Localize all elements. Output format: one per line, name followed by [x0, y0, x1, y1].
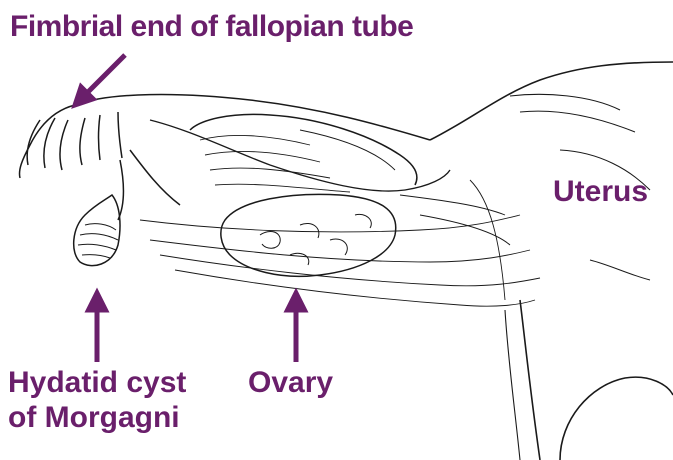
fallopian-tube-drawing: [19, 95, 450, 220]
ovary-label: Ovary: [248, 366, 333, 401]
hydatid-label-line1: Hydatid cyst: [8, 366, 186, 401]
hydatid-cyst-label: Hydatid cyst of Morgagni: [8, 366, 186, 435]
fimbrial-arrow: [80, 55, 125, 100]
uterus-label: Uterus: [553, 175, 648, 210]
hydatid-label-line2: of Morgagni: [8, 401, 186, 436]
hydatid-cyst-drawing: [74, 195, 120, 266]
fimbrial-end-label: Fimbrial end of fallopian tube: [10, 10, 413, 45]
ligament-drawing: [140, 180, 540, 306]
ovary-drawing: [221, 194, 396, 276]
